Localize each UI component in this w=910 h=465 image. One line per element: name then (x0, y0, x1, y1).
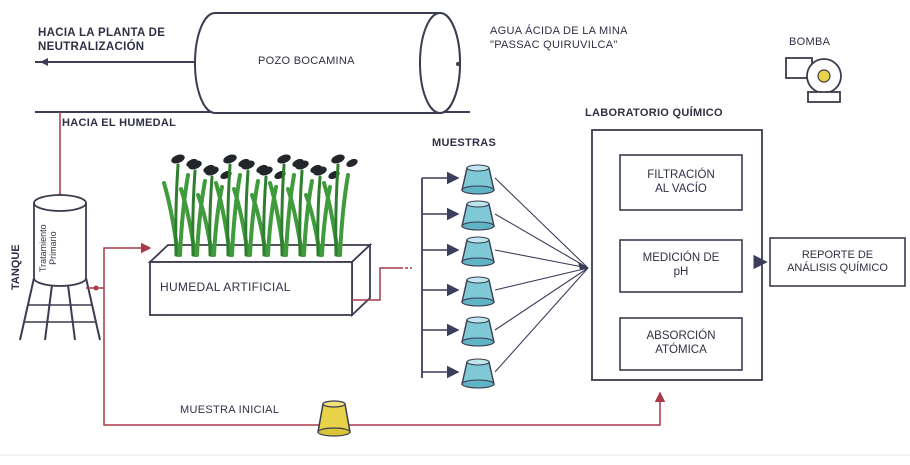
sample-to-lab-line (494, 177, 589, 269)
sample-cup-icon (461, 276, 495, 307)
lab-inlet-arrow-icon (578, 262, 588, 270)
initial-sample-cup-icon (317, 400, 351, 437)
samples-label: MUESTRAS (432, 137, 497, 149)
laboratory-title: LABORATORIO QUÍMICO (585, 107, 723, 119)
ph-label: MEDICIÓN DE pH (642, 252, 720, 278)
reed-plant-icon (162, 154, 358, 257)
sample-arrows (422, 171, 460, 379)
water-tank-icon (19, 194, 101, 341)
sample-to-lab-line (494, 267, 589, 291)
to-wetland-label: HACIA EL HUMEDAL (62, 117, 177, 129)
neutralization-arrow-icon (40, 58, 48, 66)
tank-label: TANQUE (10, 244, 22, 290)
sample-cup-icon (461, 358, 495, 389)
to-neutralization-label: HACIA LA PLANTA DE NEUTRALIZACIÓN (38, 27, 166, 54)
initial-sample-label: MUESTRA INICIAL (180, 404, 280, 416)
pipe-initial-sample-to-lab (103, 288, 666, 426)
pipe-wetland-outlet (352, 267, 400, 301)
filtration-label: FILTRACIÓN AL VACÍO (647, 168, 715, 195)
ph-box (619, 239, 743, 293)
report-label: REPORTE DE ANÁLISIS QUÍMICO (787, 248, 888, 274)
sample-cup-icon (461, 164, 495, 195)
sample-cup-icon (461, 200, 495, 231)
filtration-box (619, 154, 743, 211)
sample-to-lab-lines (494, 177, 589, 373)
pipe-tank-to-wetland (86, 242, 152, 289)
wetland-box (147, 242, 373, 318)
pozo-bocamina-cylinder (194, 12, 461, 114)
acid-water-label: AGUA ÁCIDA DE LA MINA "PASSAC QUIRUVILCA… (490, 25, 628, 51)
sample-cup-icon (461, 316, 495, 347)
absorption-box (619, 317, 743, 371)
sample-to-lab-line (494, 267, 589, 331)
sample-to-lab-line (494, 213, 589, 269)
sample-to-lab-line (494, 249, 589, 269)
absorption-label: ABSORCIÓN ATÓMICA (646, 330, 716, 356)
sample-to-lab-line (494, 267, 589, 373)
tank-inner-label: Tratamiento Primario (38, 224, 59, 272)
pump-icon (785, 57, 842, 103)
sample-cup-icon (461, 236, 495, 267)
wetland-label: HUMEDAL ARTIFICIAL (160, 280, 291, 294)
pump-label: BOMBA (789, 36, 831, 48)
pozo-bocamina-label: POZO BOCAMINA (258, 55, 355, 67)
sample-cups (461, 164, 495, 389)
report-box (769, 237, 906, 287)
